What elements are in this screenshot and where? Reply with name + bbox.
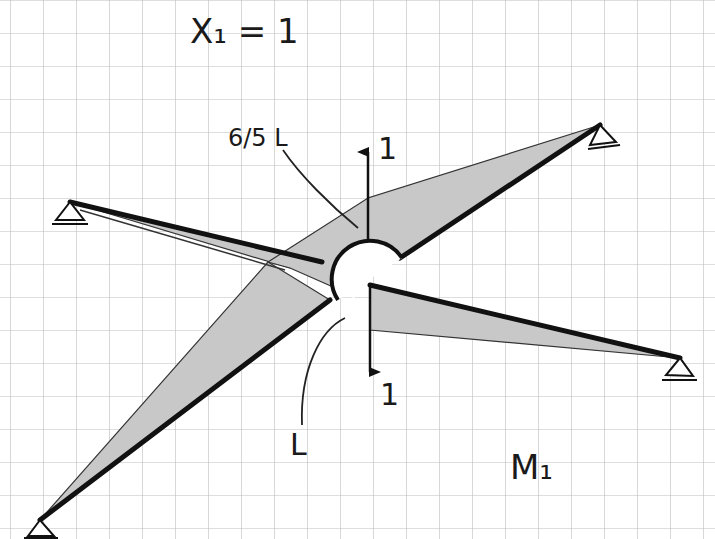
leader-line [302, 318, 345, 425]
pin-support [24, 125, 697, 538]
dimension-label: 6/5 L [228, 126, 288, 150]
diagram-name: M₁ [510, 450, 553, 484]
force-arrow [367, 152, 370, 240]
moment-area [40, 125, 680, 520]
dimension-label: L [290, 430, 307, 460]
force-value: 1 [378, 134, 397, 164]
leader [80, 210, 285, 270]
unknown-label: X₁ = 1 [190, 14, 299, 48]
frame-member [40, 125, 680, 520]
force-value: 1 [380, 380, 399, 410]
force-arrow [369, 285, 372, 372]
hinge-arc [332, 241, 402, 300]
leader-line [283, 150, 358, 228]
